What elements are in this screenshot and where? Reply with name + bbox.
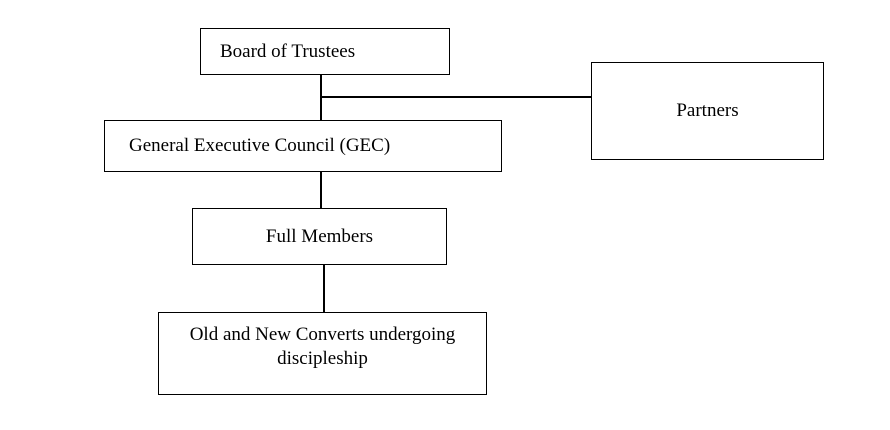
- node-full-members: Full Members: [192, 208, 447, 265]
- node-converts-label-line-2: discipleship: [277, 347, 368, 369]
- node-converts-label: Old and New Converts undergoing disciple…: [173, 323, 472, 371]
- node-general-executive-council-label: General Executive Council (GEC): [129, 135, 391, 157]
- connector-board-to-partners: [320, 96, 592, 98]
- node-full-members-label: Full Members: [265, 225, 374, 247]
- node-board-of-trustees: Board of Trustees: [200, 28, 450, 75]
- connector-full-members-to-converts: [323, 264, 325, 313]
- node-partners: Partners: [591, 62, 824, 160]
- node-converts-undergoing-discipleship: Old and New Converts undergoing disciple…: [158, 312, 487, 395]
- node-general-executive-council: General Executive Council (GEC): [104, 120, 502, 172]
- node-partners-label: Partners: [676, 100, 739, 122]
- node-converts-label-line-1: Old and New Converts undergoing: [189, 324, 456, 345]
- node-board-of-trustees-label: Board of Trustees: [220, 40, 356, 62]
- connector-gec-to-full-members: [320, 171, 322, 209]
